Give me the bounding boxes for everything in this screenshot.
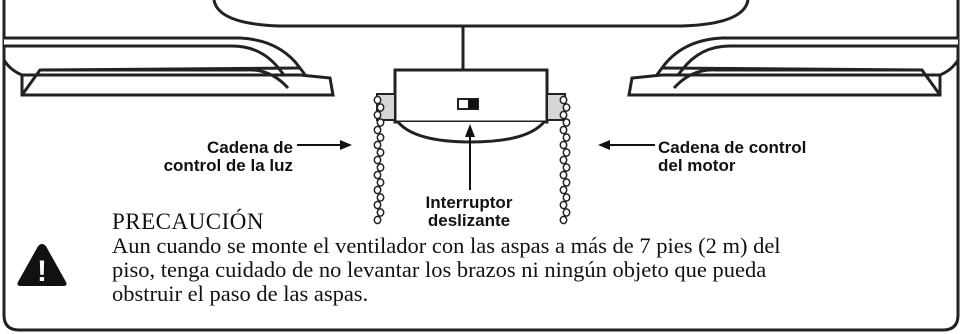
motor-chain-label: Cadena de control del motor xyxy=(658,138,807,175)
caution-line: obstruir el paso de las aspas. xyxy=(112,281,369,306)
light-chain-label: Cadena de control de la luz xyxy=(163,138,293,175)
left-blade xyxy=(20,73,335,97)
arrow-motor-chain xyxy=(598,140,655,150)
arrow-slide-switch xyxy=(465,124,475,190)
slide-switch-icon xyxy=(457,98,479,110)
switch-housing xyxy=(393,68,549,124)
caution-line: piso, tenga cuidado de no levantar los b… xyxy=(112,257,767,282)
right-blade xyxy=(627,73,942,97)
warning-triangle-icon: ! xyxy=(17,244,67,288)
caution-text: Aun cuando se monte el ventilador con la… xyxy=(112,234,902,306)
caution-title: PRECAUCIÓN xyxy=(112,209,264,234)
motor-control-chain xyxy=(559,95,571,225)
svg-text:!: ! xyxy=(37,255,47,288)
caution-line: Aun cuando se monte el ventilador con la… xyxy=(112,233,781,258)
slide-switch-label: Interruptor deslizante xyxy=(425,193,513,230)
light-control-chain xyxy=(373,95,385,225)
fan-housing xyxy=(212,0,750,28)
arrow-light-chain xyxy=(297,140,352,150)
